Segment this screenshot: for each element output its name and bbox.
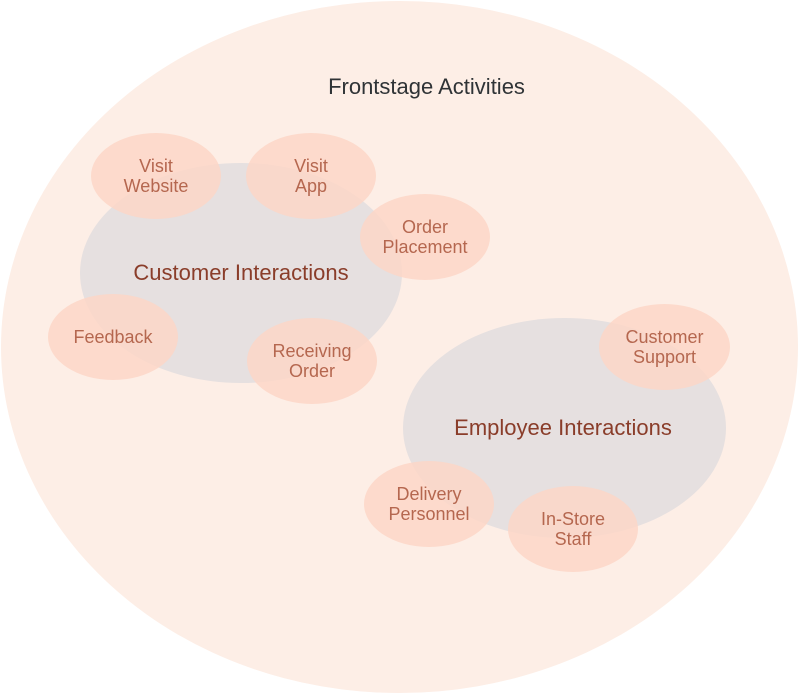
node-order-placement-label: Order Placement (382, 217, 468, 257)
node-in-store-staff-label: In-Store Staff (540, 509, 606, 549)
node-receiving-order-label: Receiving Order (272, 341, 352, 381)
node-order-placement: Order Placement (360, 194, 490, 280)
node-visit-app-label: Visit App (294, 156, 328, 196)
node-feedback-label: Feedback (73, 327, 153, 347)
node-customer-support-label: Customer Support (625, 327, 704, 367)
node-feedback: Feedback (48, 294, 178, 380)
node-visit-app: Visit App (246, 133, 376, 219)
node-receiving-order: Receiving Order (247, 318, 377, 404)
node-visit-website: Visit Website (91, 133, 221, 219)
node-visit-website-label: Visit Website (123, 156, 189, 196)
node-customer-support: Customer Support (599, 304, 730, 390)
customer-interactions-label: Customer Interactions (133, 260, 349, 285)
diagram-title: Frontstage Activities (328, 74, 525, 99)
node-delivery-personnel-label: Delivery Personnel (388, 484, 470, 524)
node-in-store-staff: In-Store Staff (508, 486, 638, 572)
employee-interactions-label: Employee Interactions (454, 415, 672, 440)
node-delivery-personnel: Delivery Personnel (364, 461, 494, 547)
